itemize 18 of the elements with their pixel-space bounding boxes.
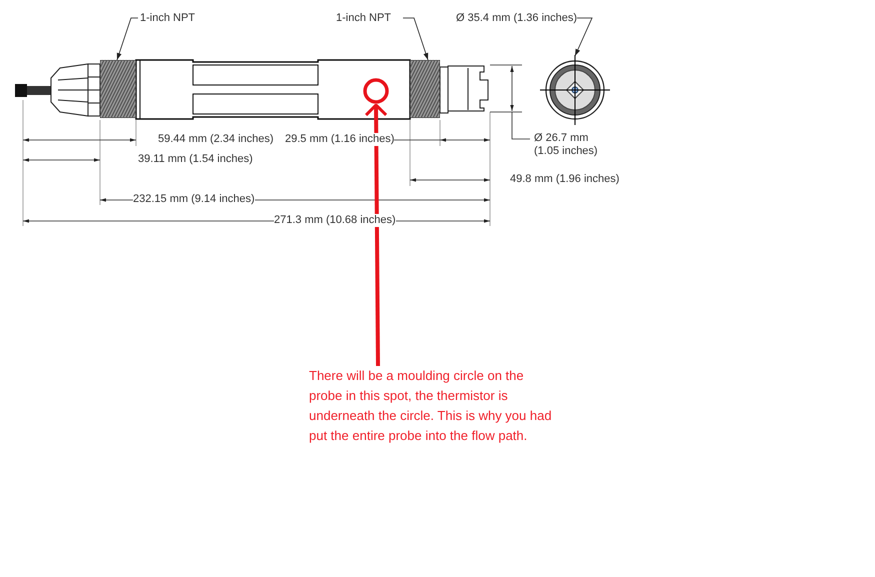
marker-circle <box>362 77 390 105</box>
dimension-label: 49.8 mm (1.96 inches) <box>510 173 620 186</box>
callout-text: 1-inch NPT <box>140 11 196 25</box>
leader-line <box>402 18 428 60</box>
dimension-label: 39.11 mm (1.54 inches) <box>138 153 253 166</box>
leader-line <box>116 18 138 60</box>
dimension-label: 271.3 mm (10.68 inches) <box>274 214 396 227</box>
dimension-label: 29.5 mm (1.16 inches) <box>285 133 394 146</box>
pointer-arrow <box>364 104 388 366</box>
callout-text: Ø 35.4 mm (1.36 inches) <box>456 11 578 25</box>
dimension-label: 59.44 mm (2.34 inches) <box>158 133 274 146</box>
annotation-note: There will be a moulding circle on the probe in this spot, the thermistor is underneath the circle. This is why you had put the entire probe into the flow path. <box>309 366 559 446</box>
leader-line <box>574 18 593 56</box>
end-view-drawing <box>540 55 610 125</box>
dimension-label: 232.15 mm (9.14 inches) <box>133 193 255 206</box>
thread-section <box>100 60 136 118</box>
callout-text: 1-inch NPT <box>336 11 392 25</box>
thread-section <box>410 60 440 118</box>
